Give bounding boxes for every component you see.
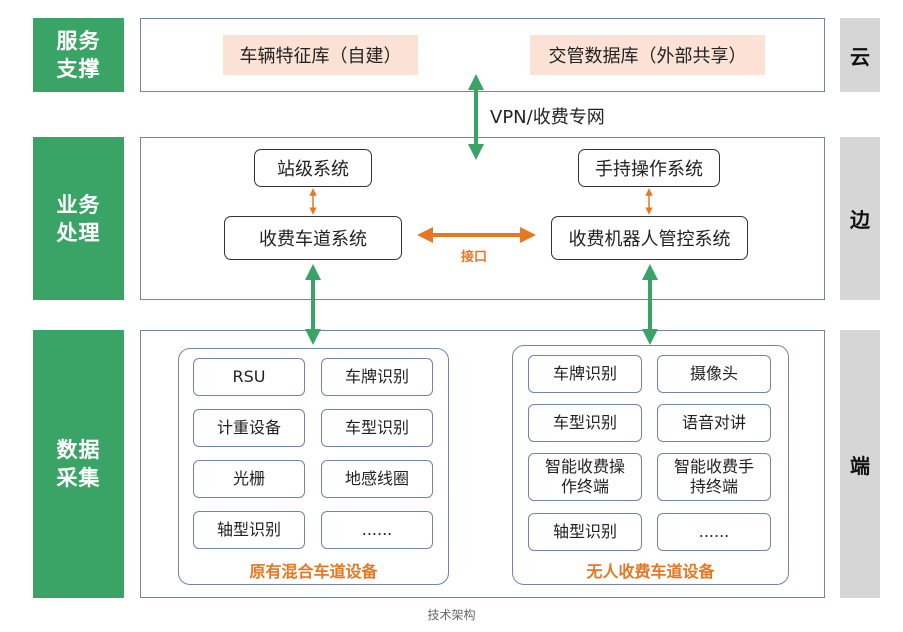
device-plate-recognition: 车牌识别 — [321, 358, 433, 396]
tier-label-end: 端 — [840, 330, 880, 598]
device-axle-recognition: 轴型识别 — [193, 511, 305, 549]
device-plate-recognition-2: 车牌识别 — [528, 355, 642, 393]
device-rsu: RSU — [193, 358, 305, 396]
traffic-police-db: 交管数据库（外部共享） — [530, 35, 765, 75]
device-more: ...... — [321, 511, 433, 549]
device-voice-intercom: 语音对讲 — [657, 404, 771, 442]
device-light-curtain: 光栅 — [193, 460, 305, 498]
vehicle-feature-db: 车辆特征库（自建） — [223, 35, 418, 75]
robot-control-system: 收费机器人管控系统 — [551, 216, 748, 260]
device-camera: 摄像头 — [657, 355, 771, 393]
tier-label-cloud: 云 — [840, 18, 880, 92]
device-axle-recognition-2: 轴型识别 — [528, 513, 642, 551]
figure-caption: 技术架构 — [427, 608, 476, 622]
network-label: VPN/收费专网 — [490, 107, 605, 128]
layer-label-service: 服务 支撑 — [33, 18, 124, 92]
device-vehicle-type-recognition-2: 车型识别 — [528, 404, 642, 442]
device-smart-handheld-terminal: 智能收费手 持终端 — [657, 453, 771, 501]
station-system: 站级系统 — [254, 149, 372, 187]
device-vehicle-type-recognition: 车型识别 — [321, 409, 433, 447]
unmanned-group-title: 无人收费车道设备 — [586, 562, 715, 581]
interface-label: 接口 — [461, 250, 488, 265]
handheld-system: 手持操作系统 — [578, 149, 720, 187]
legacy-group-title: 原有混合车道设备 — [249, 562, 378, 581]
device-weighing: 计重设备 — [193, 409, 305, 447]
layer-label-data: 数据 采集 — [33, 330, 124, 598]
tier-label-edge: 边 — [840, 137, 880, 300]
device-smart-toll-terminal: 智能收费操 作终端 — [528, 453, 642, 501]
lane-system: 收费车道系统 — [224, 216, 402, 260]
device-ground-loop: 地感线圈 — [321, 460, 433, 498]
device-more-2: ...... — [657, 513, 771, 551]
layer-label-business: 业务 处理 — [33, 137, 124, 300]
